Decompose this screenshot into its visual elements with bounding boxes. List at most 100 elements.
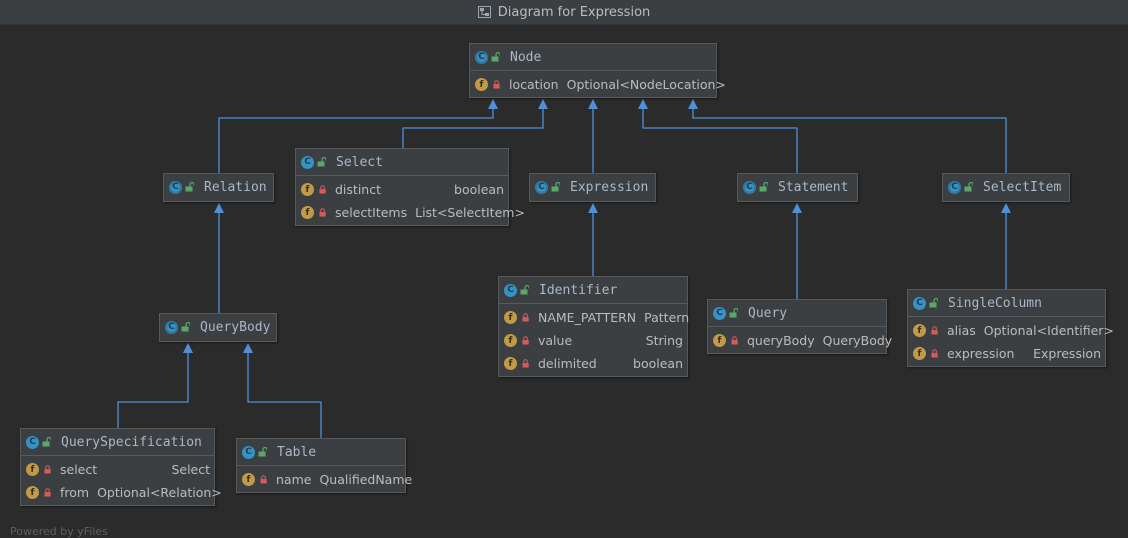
private-visibility-icon [522,313,529,322]
inheritance-arrowhead [588,203,598,213]
class-header: C SingleColumn [908,290,1105,316]
field-type: boolean [454,182,504,197]
public-visibility-icon [258,447,267,457]
field-icon: f [301,183,314,196]
class-name: Relation [204,179,267,195]
field-type: Select [171,462,210,477]
field-name: expression [947,346,1015,361]
private-visibility-icon [731,336,738,345]
inheritance-edge-singlecolumn-to-selectitem [1001,203,1011,289]
class-icon: C [504,283,517,297]
private-visibility-icon [493,80,500,89]
abstract-class-icon: C [948,180,961,194]
abstract-class-icon: C [743,180,756,194]
field-row[interactable]: f expression Expression [908,342,1105,365]
private-visibility-icon [931,349,938,358]
class-icon: C [713,306,726,320]
private-visibility-icon [319,208,326,217]
field-list: f alias Optional<Identifier> f expression Exp… [908,316,1114,365]
field-name: distinct [335,182,381,197]
field-icon: f [504,357,517,370]
field-icon: f [475,78,488,91]
field-type: Optional<Identifier> [983,323,1114,338]
field-name: selectItems [335,205,408,220]
private-visibility-icon [522,336,529,345]
class-name: QueryBody [200,319,271,335]
class-name: Statement [778,179,849,195]
inheritance-arrowhead [538,99,548,109]
field-name: alias [947,323,976,338]
public-visibility-icon [491,52,500,62]
field-type: boolean [633,356,683,371]
abstract-class-icon: C [165,320,178,334]
class-name: Expression [570,179,649,195]
field-row[interactable]: f distinct boolean [296,178,508,201]
class-icon: C [913,296,926,310]
field-icon: f [504,334,517,347]
inheritance-arrowhead [638,99,648,109]
class-header: C Query [708,300,886,326]
field-type: Expression [1033,346,1101,361]
class-name: Table [277,444,317,460]
private-visibility-icon [44,465,51,474]
public-visibility-icon [759,182,768,192]
inheritance-edge-queryspecification-to-querybody [117,343,193,428]
class-name: SingleColumn [948,295,1042,311]
class-name: Query [748,305,788,321]
field-icon: f [26,486,39,499]
field-type: Optional<NodeLocation> [566,77,726,92]
field-icon: f [504,311,517,324]
class-node-expression[interactable]: C Expression [529,173,656,202]
class-node-statement[interactable]: C Statement [737,173,858,202]
field-type: Optional<Relation> [97,485,222,500]
public-visibility-icon [185,182,194,192]
class-icon: C [26,435,39,449]
field-type: QueryBody [822,333,893,348]
public-visibility-icon [551,182,560,192]
class-name: SelectItem [983,179,1062,195]
private-visibility-icon [260,475,267,484]
public-visibility-icon [42,437,51,447]
inheritance-edge-selectitem-to-node [688,99,1007,173]
class-node-selectitem[interactable]: C SelectItem [942,173,1070,202]
field-name: location [509,77,559,92]
inheritance-arrowhead [1001,203,1011,213]
field-type: QualifiedName [319,472,413,487]
class-header: C QuerySpecification [21,429,214,455]
class-name: QuerySpecification [61,434,202,450]
inheritance-arrowhead [792,203,802,213]
public-visibility-icon [181,322,190,332]
class-icon: C [242,445,255,459]
field-icon: f [913,347,926,360]
class-node-querybody[interactable]: C QueryBody [159,313,277,342]
field-name: NAME_PATTERN [538,310,637,325]
field-name: name [276,472,312,487]
class-name: Node [510,49,542,65]
inheritance-edge-table-to-querybody [243,343,322,438]
abstract-class-icon: C [535,180,548,194]
field-row[interactable]: f location Optional<NodeLocation> [470,73,726,96]
inheritance-edge-statement-to-node [638,99,798,173]
